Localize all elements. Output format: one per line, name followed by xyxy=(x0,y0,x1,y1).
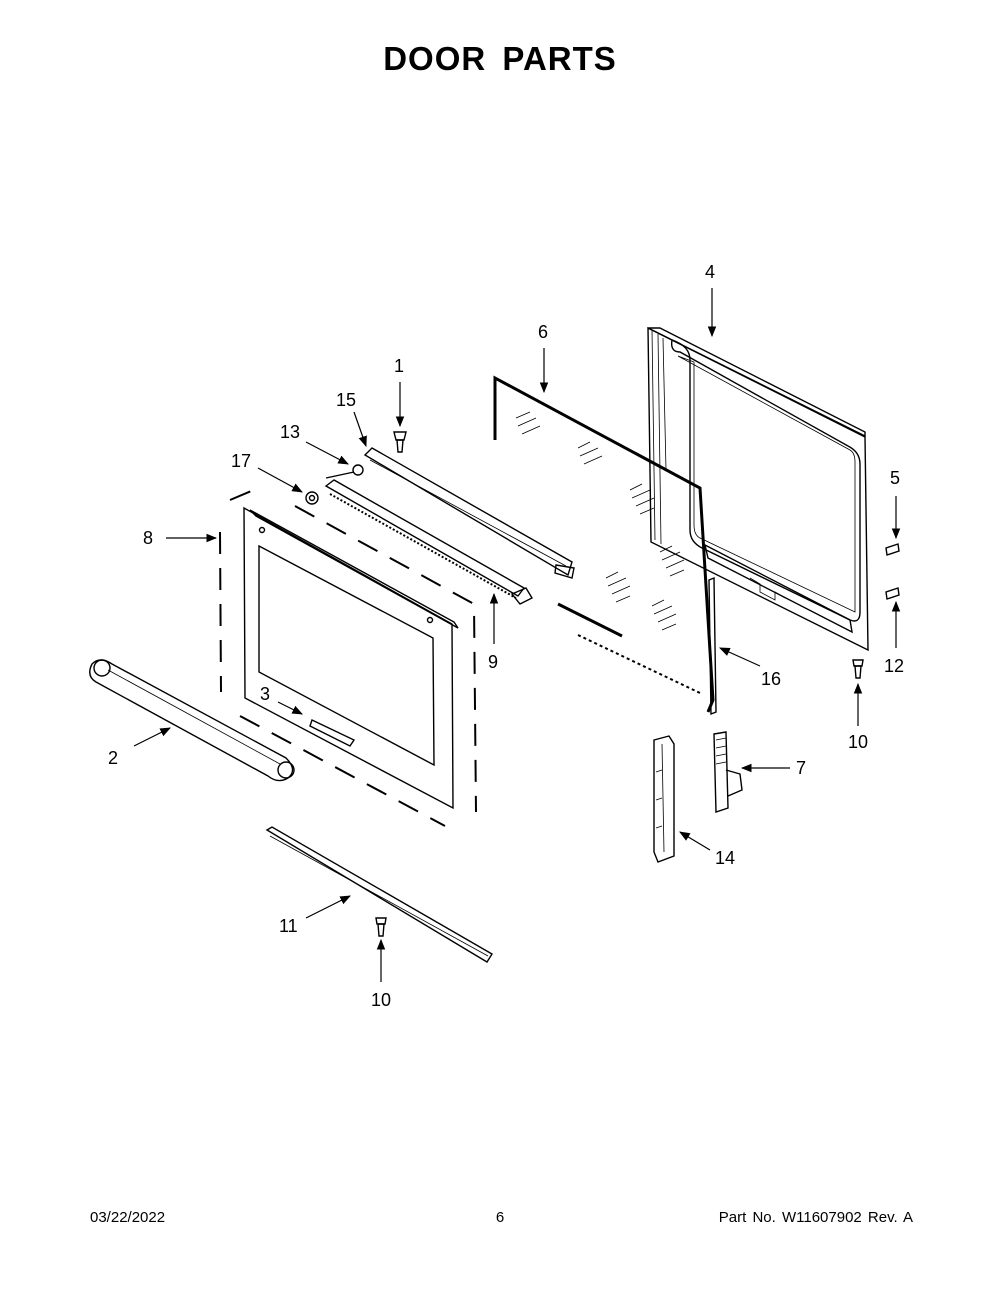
screw-part-10-bottom xyxy=(375,917,387,937)
callout-5: 5 xyxy=(890,468,900,488)
callout-2: 2 xyxy=(108,748,118,768)
footer-date: 03/22/2022 xyxy=(90,1209,166,1226)
washer-part-17 xyxy=(305,491,319,505)
footer-part-number: Part No. W11607902 Rev. A xyxy=(718,1209,913,1226)
screw-part-5 xyxy=(885,543,900,556)
bottom-door-trim xyxy=(265,826,493,963)
callout-13: 13 xyxy=(280,422,300,442)
outer-door-panel xyxy=(219,485,477,827)
callout-7: 7 xyxy=(796,758,806,778)
door-hinge xyxy=(713,731,743,813)
hinge-receiver xyxy=(653,735,675,863)
screw-part-1 xyxy=(393,431,407,453)
callout-6: 6 xyxy=(538,322,548,342)
callout-1: 1 xyxy=(394,356,404,376)
callout-3: 3 xyxy=(260,684,270,704)
inner-door-frame xyxy=(647,326,869,652)
callout-15: 15 xyxy=(336,390,356,410)
callout-4: 4 xyxy=(705,262,715,282)
page-title: DOOR PARTS xyxy=(383,40,617,77)
leader-lines xyxy=(133,288,901,982)
callout-8: 8 xyxy=(143,528,153,548)
top-door-trim xyxy=(363,447,575,579)
callout-10-bottom: 10 xyxy=(371,990,391,1010)
callout-12: 12 xyxy=(884,656,904,676)
callout-14: 14 xyxy=(715,848,735,868)
callout-11: 11 xyxy=(279,916,298,936)
screw-part-13 xyxy=(325,464,364,479)
callout-10-right: 10 xyxy=(848,732,868,752)
footer-page-number: 6 xyxy=(495,1209,505,1226)
callout-17: 17 xyxy=(231,451,251,471)
screw-part-12 xyxy=(885,587,900,600)
side-trim-strip xyxy=(708,576,717,716)
door-handle xyxy=(89,659,295,782)
vent-channel-assembly xyxy=(324,479,533,605)
callout-9: 9 xyxy=(488,652,498,672)
screw-part-10-right xyxy=(852,659,864,679)
callout-16: 16 xyxy=(761,669,781,689)
